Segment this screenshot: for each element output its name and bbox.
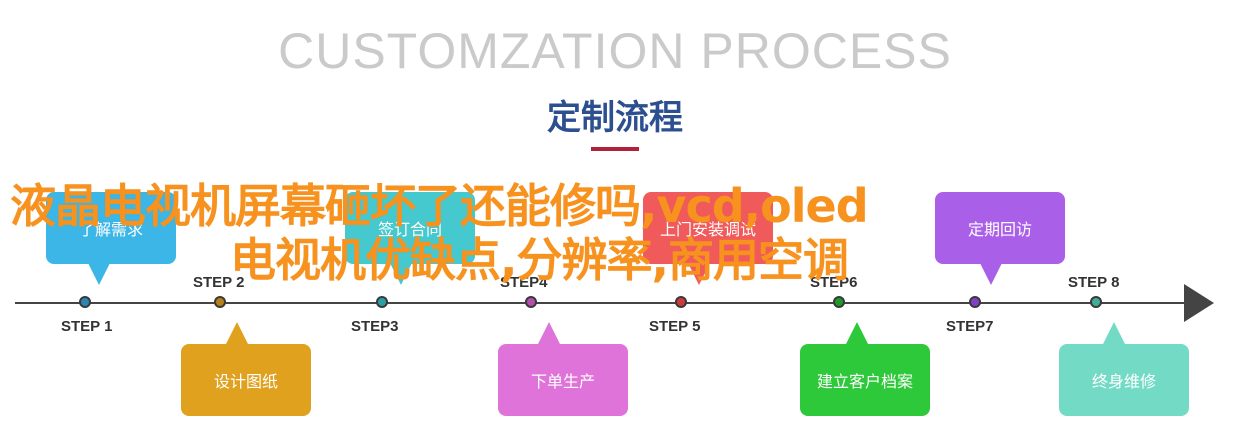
step-5-pointer bbox=[688, 263, 710, 285]
step-6-pointer bbox=[846, 322, 868, 344]
step-2-text: 设计图纸 bbox=[213, 372, 278, 391]
step-7-text: 定期回访 bbox=[967, 220, 1032, 239]
step-8-box: 终身维修 bbox=[1059, 344, 1189, 416]
step-1-box: 了解需求 bbox=[46, 192, 176, 264]
step-7-label: STEP7 bbox=[946, 318, 994, 335]
timeline-line bbox=[15, 302, 1185, 304]
step-5-text: 上门安装调试 bbox=[659, 220, 756, 239]
step-5-box: 上门安装调试 bbox=[643, 192, 773, 264]
step-8-dot bbox=[1090, 296, 1102, 308]
step-6-text: 建立客户档案 bbox=[816, 372, 913, 391]
step-7-pointer bbox=[980, 263, 1002, 285]
step-3-label: STEP3 bbox=[351, 318, 399, 335]
step-3-text: 签订合同 bbox=[377, 220, 442, 239]
step-8-label: STEP 8 bbox=[1068, 274, 1120, 291]
step-4-pointer bbox=[538, 322, 560, 344]
step-2-pointer bbox=[226, 322, 248, 344]
step-5-dot bbox=[675, 296, 687, 308]
step-8-text: 终身维修 bbox=[1091, 372, 1156, 391]
step-4-label: STEP4 bbox=[500, 274, 548, 291]
step-1-label: STEP 1 bbox=[61, 318, 113, 335]
title-chinese: 定制流程 bbox=[547, 98, 683, 138]
step-2-dot bbox=[214, 296, 226, 308]
title-underline bbox=[591, 147, 639, 151]
step-7-dot bbox=[969, 296, 981, 308]
step-8-pointer bbox=[1103, 322, 1125, 344]
step-5-label: STEP 5 bbox=[649, 318, 701, 335]
step-6-label: STEP6 bbox=[810, 274, 858, 291]
step-7-box: 定期回访 bbox=[935, 192, 1065, 264]
step-4-dot bbox=[525, 296, 537, 308]
step-6-dot bbox=[833, 296, 845, 308]
step-3-pointer bbox=[390, 263, 412, 285]
step-2-box: 设计图纸 bbox=[181, 344, 311, 416]
overlay-text-line-2: 电视机优缺点,分辨率,商用空调 bbox=[230, 233, 849, 287]
step-6-box: 建立客户档案 bbox=[800, 344, 930, 416]
timeline-arrowhead bbox=[1184, 284, 1214, 322]
step-1-text: 了解需求 bbox=[78, 220, 143, 239]
step-3-box: 签订合同 bbox=[345, 192, 475, 264]
step-3-dot bbox=[376, 296, 388, 308]
title-english: CUSTOMZATION PROCESS bbox=[278, 23, 952, 79]
step-2-label: STEP 2 bbox=[193, 274, 245, 291]
step-4-box: 下单生产 bbox=[498, 344, 628, 416]
step-4-text: 下单生产 bbox=[530, 372, 595, 391]
overlay-text-line-1: 液晶电视机屏幕砸坏了还能修吗,vcd,oled bbox=[10, 179, 869, 233]
step-1-dot bbox=[79, 296, 91, 308]
step-1-pointer bbox=[88, 263, 110, 285]
